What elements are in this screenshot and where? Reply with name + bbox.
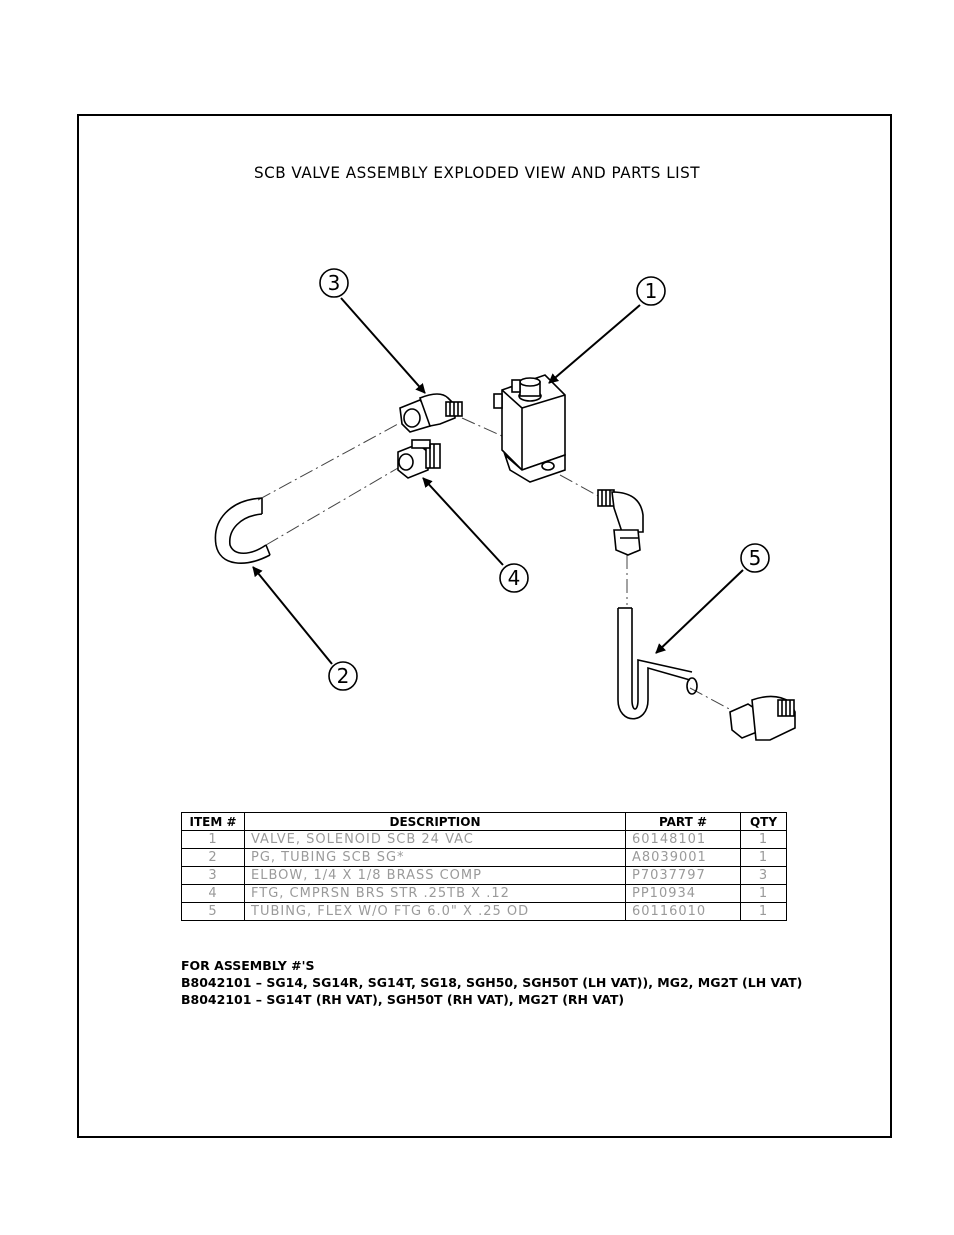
cell-part: P7037797: [625, 866, 741, 885]
cell-part: PP10934: [625, 884, 741, 903]
cell-qty: 1: [740, 830, 787, 849]
cell-part: 60116010: [625, 902, 741, 921]
callout-circles: [319, 268, 770, 691]
cell-item: 1: [181, 830, 245, 849]
header-part: PART #: [625, 812, 741, 831]
elbow-fitting-part: [399, 393, 463, 433]
drawing-title: SCB VALVE ASSEMBLY EXPLODED VIEW AND PAR…: [254, 163, 700, 182]
elbow-fitting-part: [729, 695, 796, 741]
callout-2-label: 2: [337, 664, 350, 688]
notes-heading: FOR ASSEMBLY #'S: [181, 958, 315, 973]
table-row: 1 VALVE, SOLENOID SCB 24 VAC 60148101 1: [181, 830, 787, 849]
center-lines: [257, 417, 736, 713]
callout-1-circle: [636, 276, 666, 306]
cell-description: ELBOW, 1/4 X 1/8 BRASS COMP: [244, 866, 626, 885]
table-row: 3 ELBOW, 1/4 X 1/8 BRASS COMP P7037797 3: [181, 866, 787, 885]
parts-list-table: ITEM # DESCRIPTION PART # QTY 1 VALVE, S…: [181, 812, 787, 921]
cell-description: TUBING, FLEX W/O FTG 6.0" X .25 OD: [244, 902, 626, 921]
leader-arrows: [252, 297, 744, 665]
cell-qty: 1: [740, 902, 787, 921]
header-qty: QTY: [740, 812, 787, 831]
cell-part: 60148101: [625, 830, 741, 849]
notes-line: B8042101 – SG14, SG14R, SG14T, SG18, SGH…: [181, 975, 803, 990]
drawing-border: [77, 114, 892, 1138]
callout-1-label: 1: [645, 279, 658, 303]
cell-qty: 1: [740, 848, 787, 867]
cell-item: 3: [181, 866, 245, 885]
cell-description: VALVE, SOLENOID SCB 24 VAC: [244, 830, 626, 849]
notes-line: B8042101 – SG14T (RH VAT), SGH50T (RH VA…: [181, 992, 625, 1007]
table-row: 2 PG, TUBING SCB SG* A8039001 1: [181, 848, 787, 867]
cell-item: 5: [181, 902, 245, 921]
u-tube-part: [214, 497, 271, 564]
cell-item: 4: [181, 884, 245, 903]
assembly-notes: FOR ASSEMBLY #'S B8042101 – SG14, SG14R,…: [181, 957, 802, 1008]
callout-2-circle: [328, 661, 358, 691]
cell-description: PG, TUBING SCB SG*: [244, 848, 626, 867]
cell-item: 2: [181, 848, 245, 867]
callout-4-circle: [499, 563, 529, 593]
compression-fitting-part: [397, 439, 441, 479]
callout-3-circle: [319, 268, 349, 298]
header-description: DESCRIPTION: [244, 812, 626, 831]
flex-tubing-part: [617, 607, 698, 720]
solenoid-valve-part: [493, 374, 566, 483]
header-item: ITEM #: [181, 812, 245, 831]
table-row: 4 FTG, CMPRSN BRS STR .25TB X .12 PP1093…: [181, 884, 787, 903]
cell-qty: 1: [740, 884, 787, 903]
elbow-fitting-part: [597, 489, 644, 556]
table-row: 5 TUBING, FLEX W/O FTG 6.0" X .25 OD 601…: [181, 902, 787, 921]
cell-description: FTG, CMPRSN BRS STR .25TB X .12: [244, 884, 626, 903]
callout-5-circle: [740, 543, 770, 573]
callout-4-label: 4: [508, 566, 521, 590]
cell-part: A8039001: [625, 848, 741, 867]
cell-qty: 3: [740, 866, 787, 885]
table-header-row: ITEM # DESCRIPTION PART # QTY: [181, 812, 787, 831]
callout-3-label: 3: [328, 271, 341, 295]
callout-5-label: 5: [749, 546, 762, 570]
